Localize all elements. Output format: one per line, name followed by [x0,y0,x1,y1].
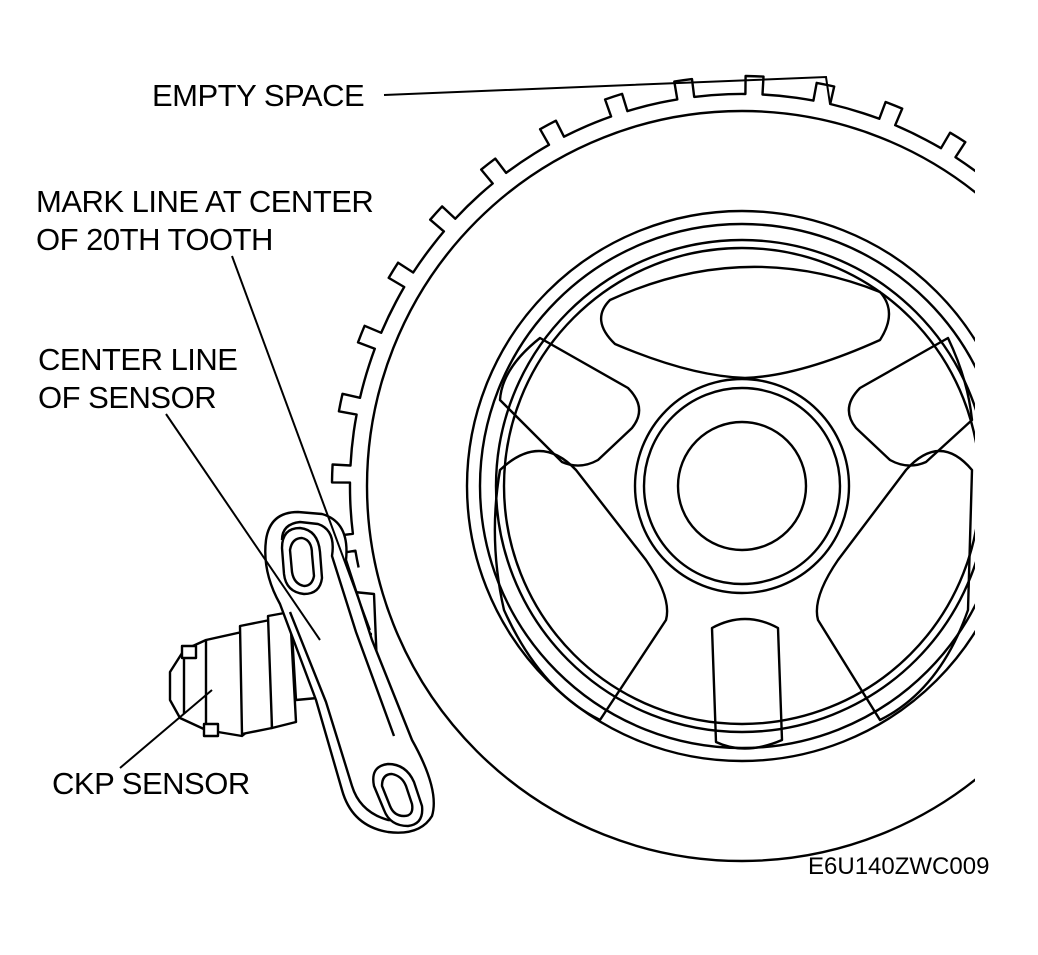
leader-center-line [165,413,321,641]
leader-mark-line [231,255,371,631]
label-center-line-2: OF SENSOR [38,380,216,415]
pulley-tooth-ring [330,74,975,568]
pulley-outer-rim [365,109,975,863]
bracket-slot-bottom [372,762,424,828]
pulley-face-outer [465,209,975,763]
labels: EMPTY SPACE MARK LINE AT CENTER OF 20TH … [36,78,989,880]
pulley-hub-outer [633,377,851,595]
leader-ckp-sensor [119,689,213,769]
pulley-bolt-hole [676,420,808,552]
pulley-web-ring-inner [502,246,975,726]
label-mark-line-1: MARK LINE AT CENTER [36,184,373,219]
label-center-line-1: CENTER LINE [38,342,237,377]
crankshaft-pulley [330,74,975,863]
label-empty-space: EMPTY SPACE [152,78,364,113]
label-mark-line-2: OF 20TH TOOTH [36,222,273,257]
pulley-face-inner [478,222,975,750]
connector-latch-top [180,644,198,660]
label-ckp-sensor: CKP SENSOR [52,766,250,801]
leader-empty-space [383,75,831,105]
pulley-web-ring [494,238,975,734]
pulley-window-top [600,265,891,380]
ckp-sensor-assembly [168,510,435,834]
pulley-window-left-lower [493,449,669,722]
pulley-window-right-lower [815,449,974,722]
pulley-window-left-upper [498,336,641,467]
figure-code: E6U140ZWC009 [808,853,989,880]
connector-latch-bottom [202,722,220,738]
leader-lines [119,75,831,769]
pulley-hub-ring [642,386,842,586]
pulley-window-bottom [710,617,784,750]
pulley-window-right-upper [847,336,974,467]
ckp-sensor-body [238,618,274,736]
